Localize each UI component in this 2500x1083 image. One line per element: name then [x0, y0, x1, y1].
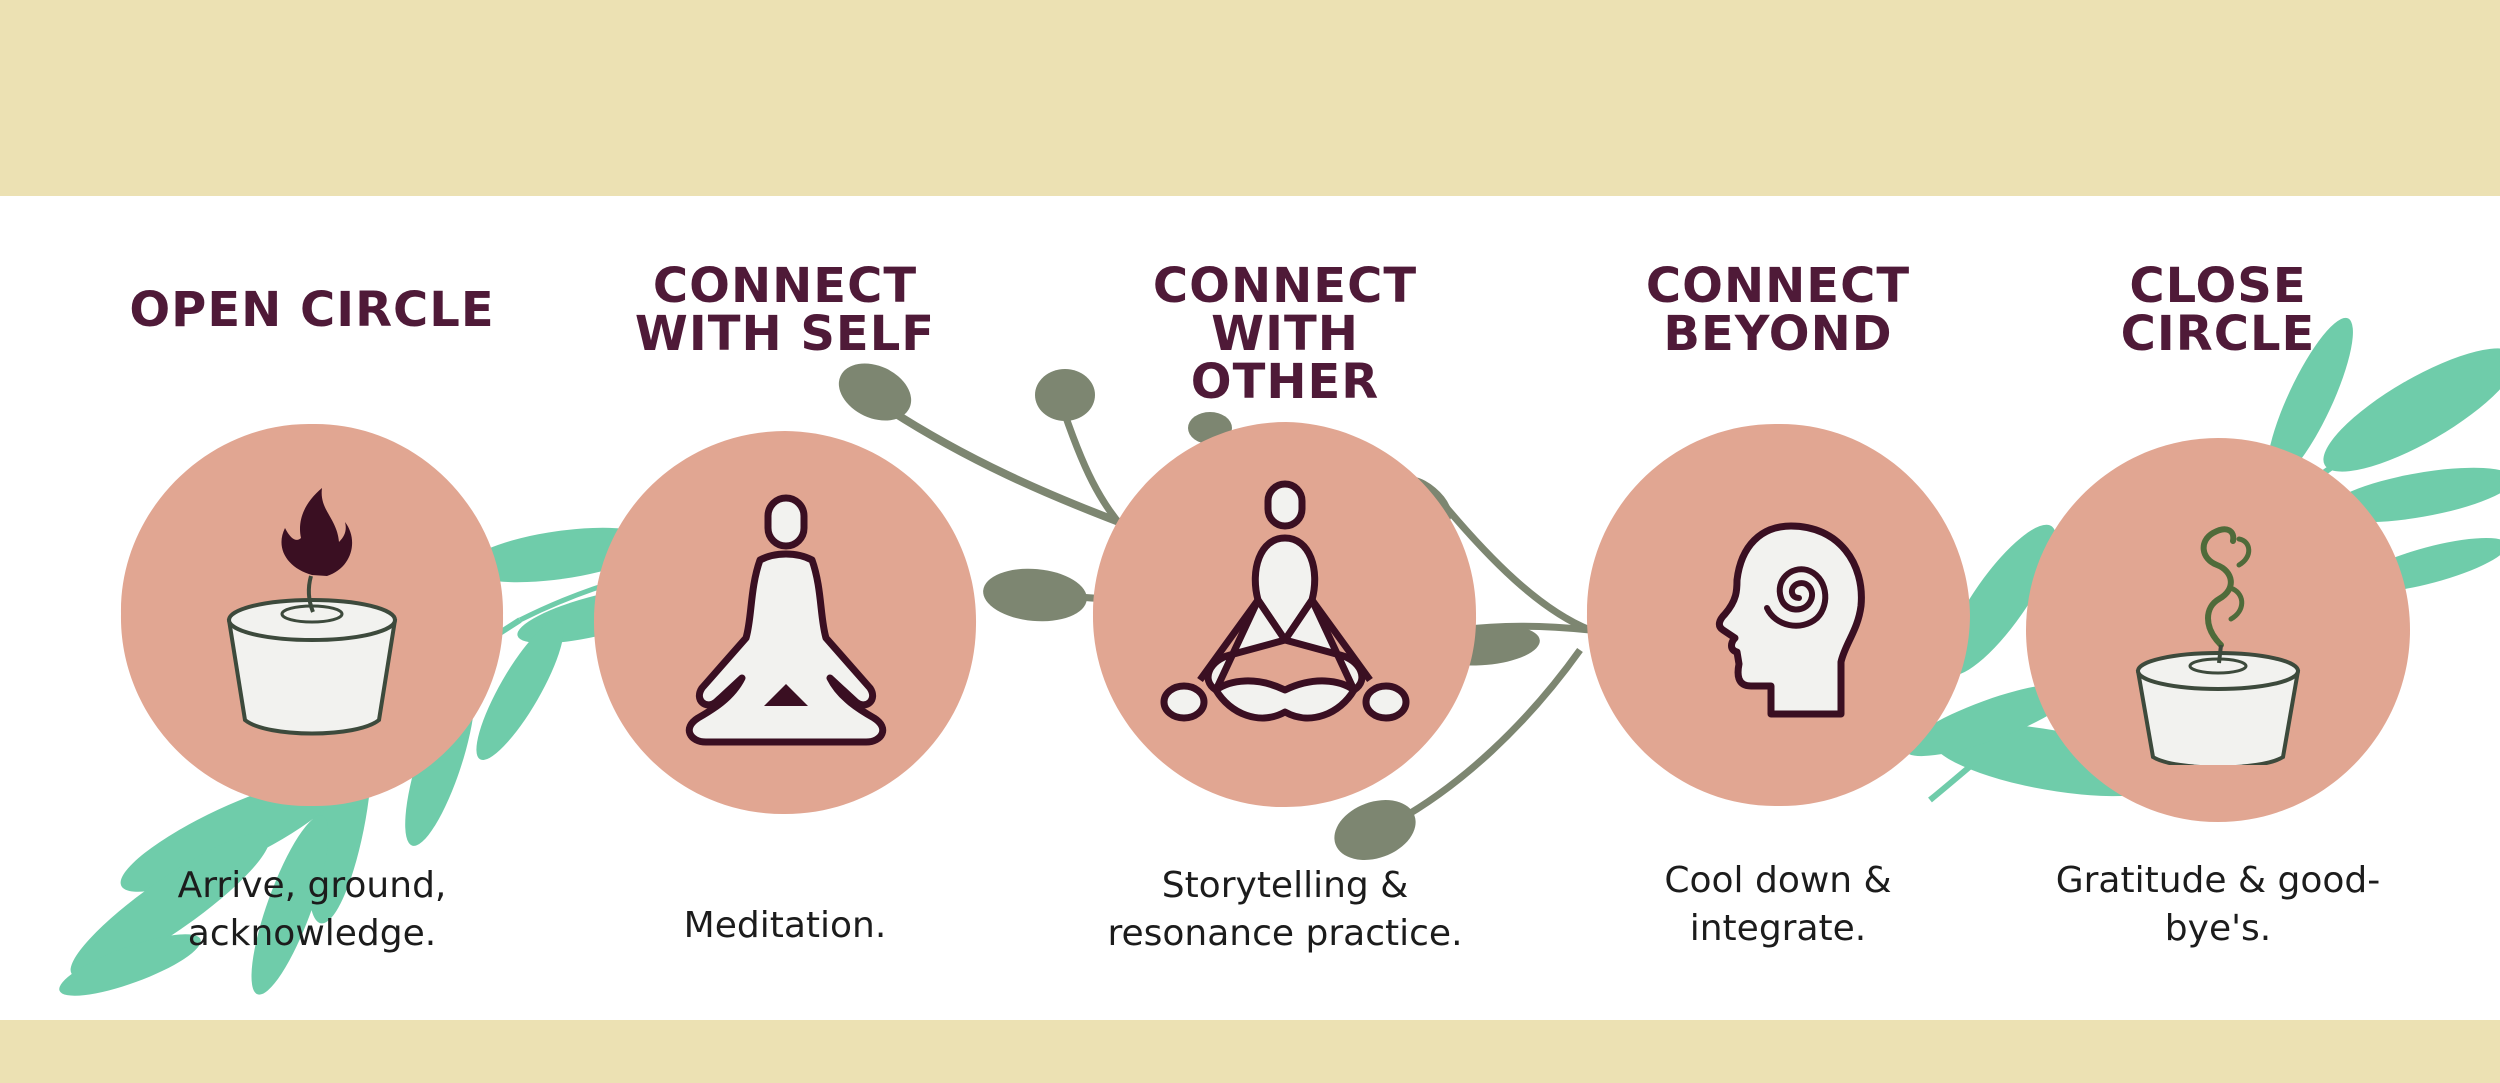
step-close-circle: CLOSE CIRCLE Gratitude & good- bye's.	[2023, 0, 2413, 1020]
step-description: Arrive, ground, acknowledge.	[177, 865, 447, 954]
top-band	[0, 0, 2500, 196]
candle-smoke-icon	[2135, 526, 2301, 765]
step-title: CONNECT WITH SELF	[634, 258, 936, 362]
step-circle	[1583, 420, 1973, 810]
step-description: Gratitude & good- bye's.	[2055, 860, 2381, 949]
meditation-icon	[685, 494, 887, 746]
step-circle	[590, 428, 980, 818]
step-description: Cool down & integrate.	[1664, 860, 1892, 949]
head-spiral-icon	[1715, 522, 1865, 718]
step-title: CONNECT BEYOND	[1645, 258, 1911, 362]
step-circle	[1090, 420, 1480, 810]
candle-flame-icon	[226, 488, 398, 736]
step-circle	[117, 420, 507, 810]
step-description: Storytelling & resonance practice.	[1107, 865, 1463, 954]
step-title: CONNECT WITH OTHER	[1152, 258, 1418, 410]
step-title: OPEN CIRCLE	[129, 282, 495, 338]
step-connect-with-self: CONNECT WITH SELF Meditation.	[590, 0, 980, 1020]
step-connect-with-other: CONNECT WITH OTHER Storytelling & resona…	[1085, 0, 1485, 1020]
group-meditation-icon	[1160, 480, 1410, 722]
step-circle	[2023, 435, 2413, 825]
bottom-band	[0, 1020, 2500, 1083]
step-open-circle: OPEN CIRCLE Arrive, ground, acknowledge.	[117, 0, 507, 1020]
step-title: CLOSE CIRCLE	[2120, 258, 2316, 362]
step-description: Meditation.	[683, 905, 887, 946]
step-connect-beyond: CONNECT BEYOND Cool down & integrate.	[1583, 0, 1973, 1020]
